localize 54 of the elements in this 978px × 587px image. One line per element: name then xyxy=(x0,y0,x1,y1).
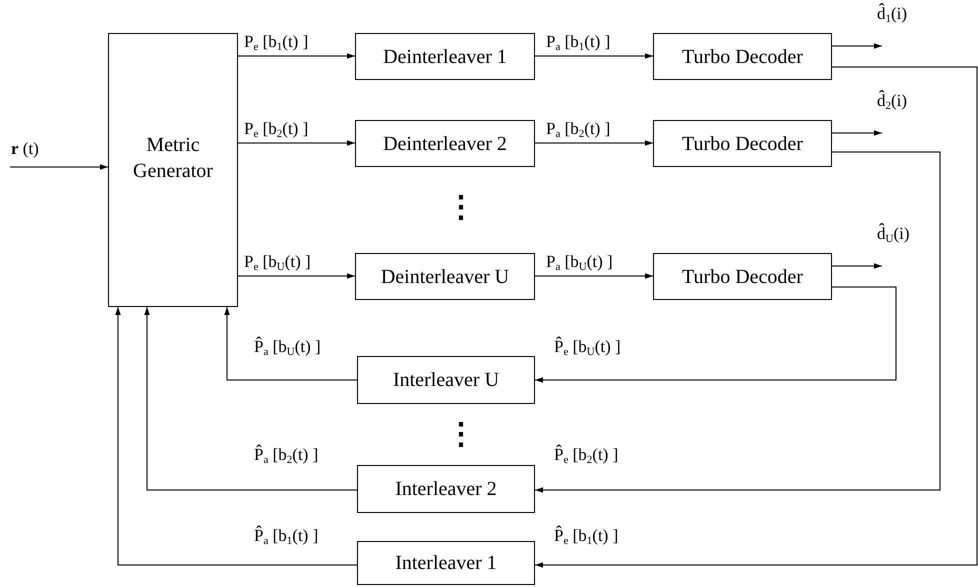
process-box xyxy=(355,120,535,167)
edge-label: P$_{e}$ [b$_{1}$(t) ] xyxy=(243,33,310,54)
edge-label: P$_{e}$ [b$_{U}$(t) ] xyxy=(243,253,312,274)
box-label: Turbo Decoder xyxy=(681,132,804,156)
box-label: Deinterleaver 2 xyxy=(382,132,508,156)
arrow xyxy=(832,130,882,136)
process-box xyxy=(357,465,535,513)
process-box xyxy=(653,120,832,167)
arrow xyxy=(238,53,356,59)
box-label: Turbo Decoder xyxy=(681,44,804,70)
process-box xyxy=(357,356,535,404)
arrow xyxy=(238,140,356,146)
box-label: Interleaver 2 xyxy=(394,477,498,502)
edge-label: P$_{e}$ [b$_{2}$(t) ] xyxy=(243,120,310,140)
arrow xyxy=(10,164,108,170)
edge-label: P$_{a}$ [b$_{1}$(t) ] xyxy=(545,33,612,54)
arrow xyxy=(238,273,356,279)
arrow xyxy=(534,273,654,279)
process-box xyxy=(653,253,832,300)
box-label: Turbo Decoder xyxy=(681,264,804,290)
edge-label: d̂$_{2}$(i) xyxy=(876,92,908,112)
process-box xyxy=(355,33,535,80)
arrow xyxy=(534,152,940,493)
edge-label: r (t) xyxy=(10,140,40,159)
edge-label: P̂$_{e}$ [b$_{1}$(t) ] xyxy=(553,527,620,548)
edge-label: P̂$_{a}$ [b$_{1}$(t) ] xyxy=(253,527,320,548)
box-label: Deinterleaver U xyxy=(380,264,510,290)
arrow xyxy=(832,43,882,49)
arrow xyxy=(144,306,358,490)
arrow xyxy=(832,263,882,269)
arrow xyxy=(115,306,358,566)
box-label: Interleaver U xyxy=(392,368,500,393)
ellipsis-mark: ⋮ xyxy=(446,420,476,450)
arrow xyxy=(534,286,896,383)
edge-label: P̂$_{a}$ [b$_{2}$(t) ] xyxy=(253,446,320,466)
edge-label: P$_{a}$ [b$_{2}$(t) ] xyxy=(545,120,612,140)
box-label: Metric Generator xyxy=(132,133,214,184)
box-label: Deinterleaver 1 xyxy=(382,44,508,70)
process-box xyxy=(653,33,832,80)
arrow xyxy=(534,140,654,146)
edge-label: P̂$_{e}$ [b$_{U}$(t) ] xyxy=(553,338,622,358)
arrow xyxy=(534,66,978,568)
ellipsis-mark: ⋮ xyxy=(446,193,476,223)
edge-label: P̂$_{e}$ [b$_{2}$(t) ] xyxy=(553,446,620,466)
process-box xyxy=(355,253,535,300)
arrow xyxy=(224,306,358,380)
process-box xyxy=(108,33,238,307)
edge-label: d̂$_{1}$(i) xyxy=(876,5,908,26)
edge-label: P$_{a}$ [b$_{U}$(t) ] xyxy=(545,253,614,274)
edge-label: P̂$_{a}$ [b$_{U}$(t) ] xyxy=(253,338,322,358)
process-box xyxy=(357,541,535,585)
arrow xyxy=(534,53,654,59)
box-label: Interleaver 1 xyxy=(394,551,498,576)
edge-label: d̂$_{U}$(i) xyxy=(876,225,910,246)
